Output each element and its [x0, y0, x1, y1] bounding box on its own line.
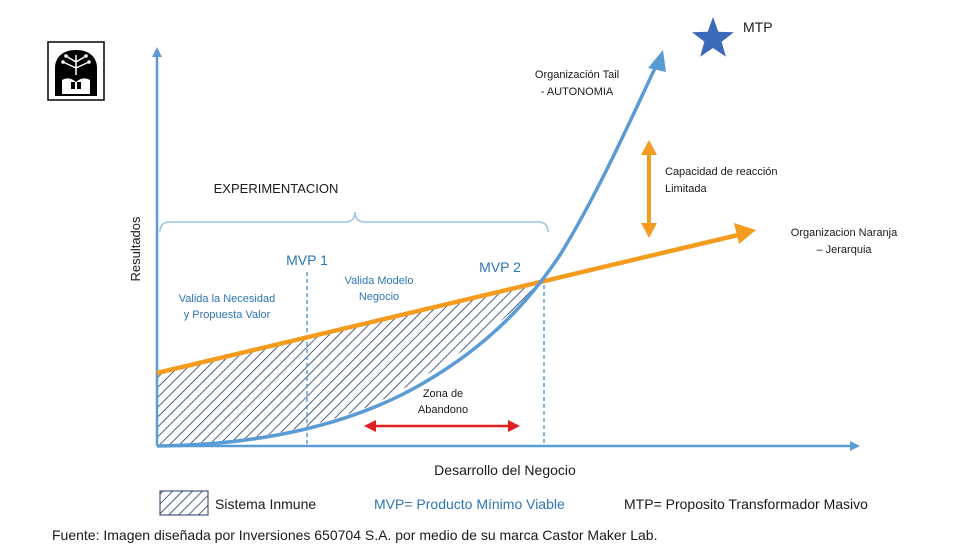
experimentation-brace: [159, 211, 549, 233]
tail-arrow-head: [648, 50, 666, 72]
orange-organization-line: [156, 232, 739, 376]
legend-mvp-label: MVP= Producto Mínimo Viable: [374, 496, 565, 512]
y-axis-label: Resultados: [128, 216, 143, 282]
experimentation-title: EXPERIMENTACION: [214, 181, 339, 196]
tail-label-line1: Organización Tail: [535, 69, 619, 81]
tail-organization-curve: [156, 65, 658, 448]
footer-source: Fuente: Imagen diseñada por Inversiones …: [52, 527, 657, 543]
mtp-star-icon: [692, 17, 734, 57]
capacity-label-line1: Capacidad de reacción: [665, 166, 778, 178]
capacity-label-line2: Limitada: [665, 183, 707, 195]
reaction-arrow-bottom-head: [641, 223, 657, 238]
x-axis-label: Desarrollo del Negocio: [434, 462, 576, 478]
immune-system-area: [157, 283, 543, 446]
region-left-line1: Valida la Necesidad: [179, 293, 275, 305]
region-mid-line2: Negocio: [359, 291, 399, 303]
naranja-label-line1: Organizacion Naranja: [791, 227, 898, 239]
abandon-zone-line1: Zona de: [423, 388, 463, 400]
naranja-label-line2: – Jerarquia: [816, 244, 872, 256]
reaction-arrow-top-head: [641, 140, 657, 155]
legend-mtp-label: MTP= Proposito Transformador Masivo: [624, 496, 868, 512]
legend-hatch-swatch: [159, 490, 209, 516]
abandon-zone-line2: Abandono: [418, 404, 468, 416]
mtp-star-label: MTP: [743, 19, 773, 35]
orange-arrow-head: [734, 223, 756, 244]
region-mid-line1: Valida Modelo: [345, 275, 414, 287]
abandon-arrow-right-head: [508, 420, 520, 432]
castor-logo-icon: [47, 41, 105, 101]
mvp1-label: MVP 1: [286, 252, 328, 268]
tail-label-line2: - AUTONOMIA: [541, 86, 614, 98]
legend-immune-label: Sistema Inmune: [215, 496, 316, 512]
abandon-arrow-left-head: [364, 420, 376, 432]
region-left-line2: y Propuesta Valor: [184, 309, 271, 321]
mvp2-label: MVP 2: [479, 259, 521, 275]
